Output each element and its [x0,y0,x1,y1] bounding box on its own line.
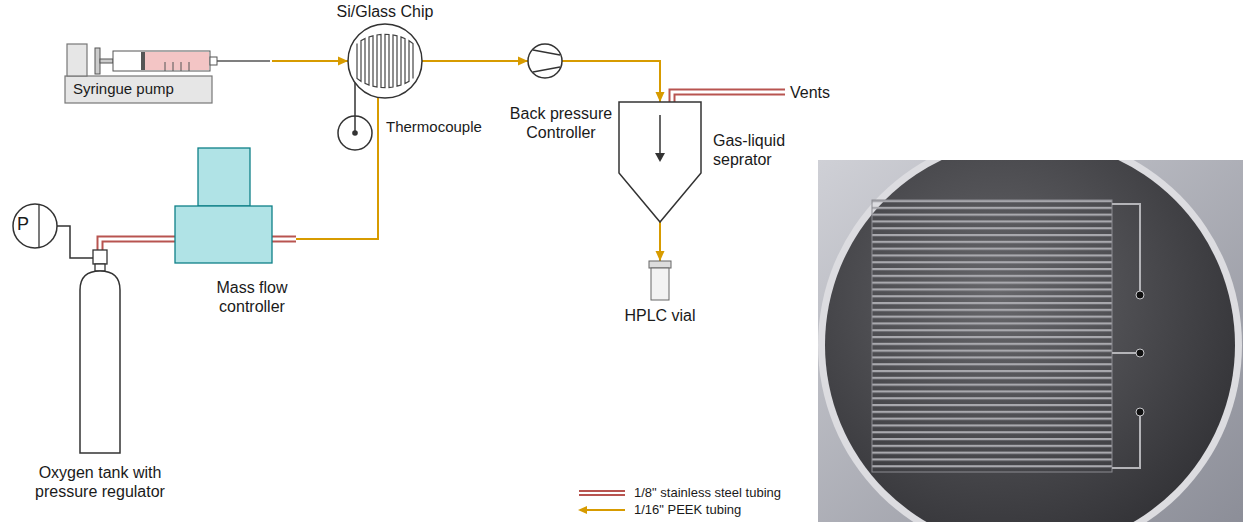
tubing-connector [100,239,175,250]
label-anchor: Vents [790,83,830,102]
tube-outer [672,92,785,102]
serpentine-channel [357,34,413,87]
tubing-connector [272,97,378,239]
chip-outline [348,24,422,98]
vial-cap [649,261,671,268]
tube-outer [272,236,296,243]
node-label: Syringue pump [73,80,174,98]
gauge-divider [38,204,39,247]
legend-row: 1/16" PEEK tubing [578,501,781,518]
plunger-seal [141,52,145,70]
channel-outline [872,200,1112,472]
syringe-needle [217,60,270,62]
gauge-outline [13,204,57,248]
back-pressure-controller: Back pressure Controller [500,42,624,148]
vent-label: Vents [790,83,830,102]
tubing-connector [272,61,348,62]
tube-inner [579,492,625,494]
thermocouple: Thermocouple [336,114,486,154]
vent-tubing [672,92,785,102]
node-label: P [17,214,29,236]
syringe-barrel [113,51,210,71]
syringe-pump: Syringue pump [65,42,272,106]
legend-sample [578,504,626,516]
regulator [93,250,107,264]
tubing-connector [562,61,660,102]
node-label: Back pressure Controller [500,104,622,142]
arrow-head [578,506,587,514]
hplc-vial: HPLC vial [615,258,707,330]
wafer-port [1136,408,1144,416]
wafer-disk [825,160,1235,522]
legend: 1/8" stainless steel tubing1/16" PEEK tu… [578,484,781,518]
plunger-handle [95,48,100,74]
tubing-connector [660,222,661,261]
flow-arrow-shaft [659,115,661,153]
legend-sample [578,487,626,499]
node-label: Si/Glass Chip [330,2,440,21]
tank-neck [95,264,105,271]
controller-outline [528,44,562,78]
tubing-connector [422,61,528,62]
node-label: Oxygen tank with pressure regulator [10,463,190,501]
plunger-rod [100,59,113,63]
tube-line [272,97,378,239]
barrel-ticks [165,62,189,71]
oxygen-tank: Oxygen tank with pressure regulator [0,248,200,518]
tube-line [422,60,528,62]
separator-outline [619,102,701,222]
tube-line [585,509,625,511]
mfc-head [198,148,250,206]
legend-text: 1/16" PEEK tubing [634,502,741,518]
legend-text: 1/8" stainless steel tubing [634,485,781,501]
tube-inner [272,238,296,241]
node-label: HPLC vial [615,306,705,325]
vial-body [651,268,669,300]
node-label: Mass flow controller [207,278,297,316]
wafer-rim [818,160,1242,522]
gas-liquid-separator: Gas-liquid seprator [618,101,810,226]
wafer-channels [872,200,1112,472]
tube-line [57,226,93,258]
node-label: Gas-liquid seprator [713,131,808,169]
tube-line [272,60,348,62]
tube-line [562,61,660,102]
node-label: Thermocouple [386,118,482,136]
tube-line [354,83,356,116]
syringe-tip [210,57,217,65]
thermocouple-tip [352,130,358,136]
legend-row: 1/8" stainless steel tubing [578,484,781,501]
pump-base [65,76,212,103]
thermocouple-outline [338,116,372,150]
reactor-chip: Si/Glass Chip [330,2,442,102]
wafer-inlet-channels [1112,204,1140,468]
tube-inner [672,92,785,102]
pump-drive [67,44,87,76]
steel-tube-stub [272,239,296,240]
tube-outer [579,490,625,496]
wafer-port [1136,291,1144,299]
tube-line [659,222,661,261]
tank-body [80,271,120,453]
pressure-gauge: P [12,203,58,249]
mfc-body [175,206,272,263]
mass-flow-controller: Mass flow controller [172,146,299,331]
tube-outer [100,239,175,250]
tube-inner [100,239,175,250]
wafer-photo [818,160,1243,522]
syringe-liquid [145,52,209,70]
tubing-connector [355,83,356,116]
wafer-port [1136,349,1144,357]
flow-arrow-head [655,153,665,162]
controller-symbol [533,50,560,72]
tubing-connector [57,226,93,258]
